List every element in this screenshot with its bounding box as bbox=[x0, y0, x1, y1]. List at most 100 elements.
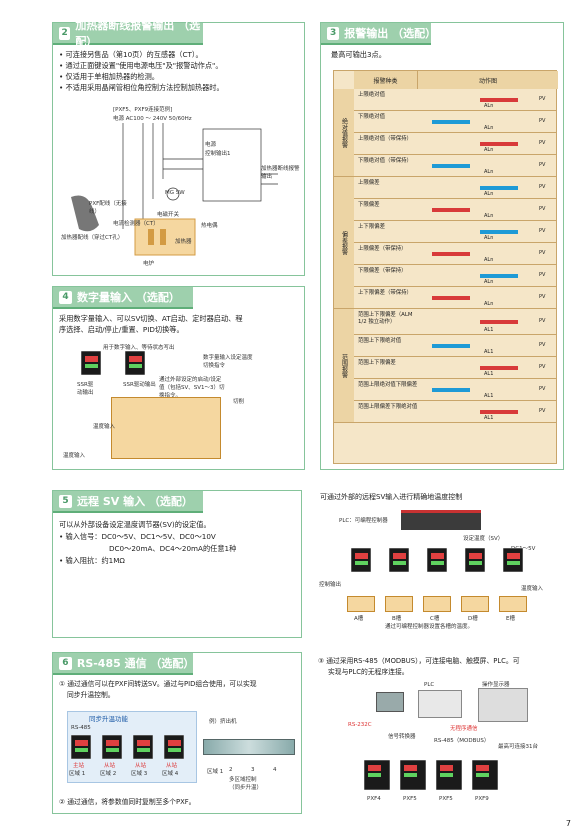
bullet: • 可连接另售品（第10页）的互感器（CT）。 bbox=[59, 50, 203, 59]
label: 操作显示器 bbox=[482, 682, 510, 688]
bullet: • 通过正面键设置"使用电源电压"及"报警动作点"。 bbox=[59, 61, 223, 70]
aln-label: ALn bbox=[484, 169, 494, 175]
extruder bbox=[203, 739, 295, 755]
pv-label: PV bbox=[539, 206, 546, 212]
action-bar bbox=[432, 388, 470, 392]
pv-label: PV bbox=[539, 118, 546, 124]
section-title: 数字量输入 （选配） bbox=[77, 291, 180, 304]
action-bar bbox=[480, 274, 518, 278]
network-diagram: PLC 操作显示器 RS-232C 无程序通信 信号转换器 RS-485（MOD… bbox=[318, 680, 568, 815]
label: 信号转换器 bbox=[388, 734, 416, 740]
label: 控制输出1 bbox=[205, 151, 231, 157]
section-title: 远程 SV 输入 （选配） bbox=[77, 495, 193, 508]
action-bar bbox=[432, 296, 470, 300]
action-bar bbox=[480, 366, 518, 370]
model-label: PXF4 bbox=[367, 796, 381, 802]
pv-label: PV bbox=[539, 140, 546, 146]
aln-label: ALn bbox=[484, 213, 494, 219]
label: 加热器 bbox=[175, 239, 192, 245]
controller bbox=[102, 735, 122, 759]
example-label: 例）挤出机 bbox=[209, 719, 237, 725]
alarm-type: 上下限偏差（带保持） bbox=[358, 290, 412, 296]
alarm-type: 范围上下限偏差（ALM 1/2 独立动作） bbox=[358, 312, 413, 325]
aln-label: ALn bbox=[484, 125, 494, 131]
label: 控制输出 bbox=[319, 582, 342, 588]
power-label: 电源 AC100 ～ 240V 50/60Hz bbox=[113, 116, 192, 122]
label: 无程序通信 bbox=[450, 726, 478, 732]
aln-label: ALn bbox=[484, 257, 494, 263]
slot-label: C槽 bbox=[430, 616, 440, 622]
label: 电炉 bbox=[143, 261, 155, 267]
action-bar bbox=[432, 252, 470, 256]
model-label: PXF5 bbox=[403, 796, 417, 802]
label: 电流检测器（CT） bbox=[113, 221, 159, 227]
remote-title: 可通过外部的远程SV输入进行精确地温度控制 bbox=[320, 493, 463, 501]
controller bbox=[503, 548, 523, 572]
impedance: • 输入阻抗：约1MΩ bbox=[59, 556, 125, 565]
section-title: 报警输出 （选配） bbox=[344, 27, 437, 40]
description: 序选择、启动/停止/重置、PID切换等。 bbox=[59, 325, 184, 334]
slot-box bbox=[423, 596, 451, 612]
controller bbox=[472, 760, 498, 790]
controller bbox=[436, 760, 462, 790]
aln-label: AL1 bbox=[484, 415, 494, 421]
zone-label: 区域 1 bbox=[69, 771, 86, 777]
para: ③ 通过采用RS-485（MODBUS），可连接电脑、触摸屏、PLC。可 bbox=[318, 657, 520, 665]
para: ② 通过通信，将参数值同时复制至多个PXF。 bbox=[59, 798, 196, 806]
controller bbox=[133, 735, 153, 759]
alarm-type: 范围上下限绝对值 bbox=[358, 338, 402, 344]
label: RS-485（MODBUS） bbox=[434, 738, 490, 744]
col-header: 报警种类 bbox=[354, 71, 418, 89]
pv-label: PV bbox=[539, 228, 546, 234]
label: 电磁开关 bbox=[157, 212, 180, 218]
bullet: • 仅适用于单相加热器的检测。 bbox=[59, 72, 159, 81]
label: 电源 bbox=[205, 142, 217, 148]
alarm-group: 范围报警 bbox=[334, 309, 354, 423]
controller bbox=[389, 548, 409, 572]
action-bar bbox=[480, 186, 518, 190]
label: 最高可连接31台 bbox=[498, 744, 538, 750]
label: PXF配线（无接线） bbox=[89, 201, 127, 215]
label: SSR驱动输出 bbox=[123, 382, 156, 388]
aln-label: ALn bbox=[484, 235, 494, 241]
alarm-group: 偏差报警 bbox=[334, 177, 354, 309]
alarm-group: 绝对值报警 bbox=[334, 89, 354, 177]
plc-device bbox=[401, 510, 481, 530]
signal: • 输入信号：DC0～5V、DC1～5V、DC0～10V bbox=[59, 532, 216, 541]
para: 同步升温控制。 bbox=[67, 691, 115, 699]
label: SSR驱动输出 bbox=[77, 382, 94, 396]
controller bbox=[465, 548, 485, 572]
slot-box bbox=[499, 596, 527, 612]
label: 温度输入 bbox=[521, 586, 544, 592]
aln-label: AL1 bbox=[484, 393, 494, 399]
action-bar bbox=[432, 120, 470, 124]
pv-label: PV bbox=[539, 250, 546, 256]
process-panel bbox=[111, 397, 221, 459]
action-bar bbox=[480, 410, 518, 414]
slot-box bbox=[385, 596, 413, 612]
label: 数字量输入设定温度切换指令 bbox=[203, 355, 253, 369]
zone-label: 区域 3 bbox=[131, 771, 148, 777]
extruder-zone: 2 bbox=[229, 767, 233, 773]
alarm-type: 范围上下限偏差 bbox=[358, 360, 396, 366]
pv-label: PV bbox=[539, 294, 546, 300]
aln-label: AL1 bbox=[484, 371, 494, 377]
label: 设定温度（SV） bbox=[463, 536, 504, 542]
action-bar bbox=[480, 98, 518, 102]
